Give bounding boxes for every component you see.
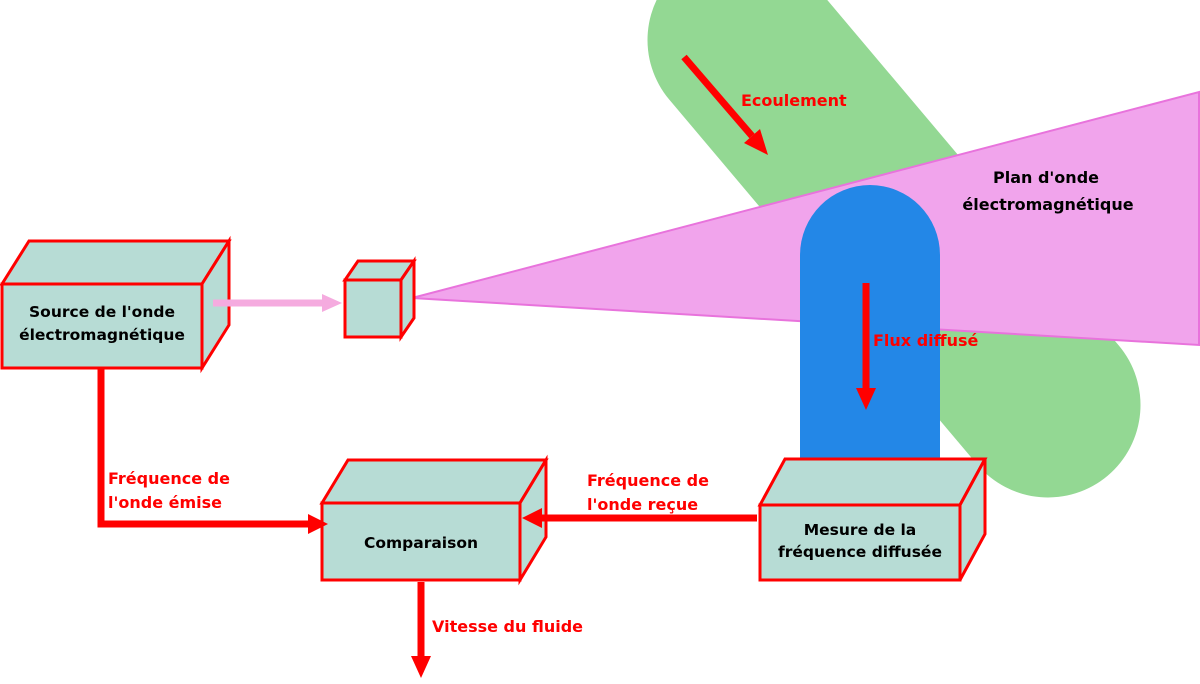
flow-arrow-head	[744, 129, 768, 155]
emission-arrow	[213, 294, 342, 312]
source-box-front-face	[0, 282, 204, 370]
flux-arrow: Flux diffusé	[856, 283, 979, 410]
fluid-velocity-arrow: Vitesse du fluide	[411, 582, 583, 678]
measure-box: Mesure de la fréquence diffusée	[757, 457, 988, 582]
flux-arrow-head	[856, 388, 876, 410]
received-frequency-label-line1: Fréquence de	[587, 471, 709, 490]
emitted-frequency-label-line1: Fréquence de	[108, 469, 230, 488]
source-box: Source de l'onde électromagnétique	[0, 235, 232, 374]
wave-plane-label-line1: Plan d'onde	[993, 168, 1099, 187]
source-box-label-line2: électromagnétique	[19, 326, 185, 344]
emission-arrow-head	[322, 294, 342, 312]
fluid-velocity-arrow-head	[411, 656, 431, 678]
flow-arrow: Ecoulement	[681, 54, 847, 155]
emitter-cube-front-face	[343, 278, 403, 339]
comparison-box-top-face	[319, 458, 549, 505]
emitted-frequency-arrow-head	[308, 514, 328, 534]
emitter-cube	[342, 256, 417, 342]
wave-plane-label-line2: électromagnétique	[962, 195, 1133, 214]
measure-box-label-line1: Mesure de la	[804, 521, 917, 539]
received-frequency-label-line2: l'onde reçue	[587, 495, 698, 514]
received-frequency-arrow: Fréquence de l'onde reçue	[522, 471, 757, 528]
comparison-box-front-face	[320, 501, 522, 582]
flux-column-shape	[800, 185, 940, 470]
flux-label: Flux diffusé	[873, 331, 979, 350]
comparison-box: Comparaison	[319, 454, 549, 586]
measure-box-label-line2: fréquence diffusée	[778, 543, 942, 561]
flow-arrow-shaft	[681, 54, 755, 139]
source-box-label-line1: Source de l'onde	[29, 303, 175, 321]
measure-box-top-face	[757, 457, 988, 507]
flow-label: Ecoulement	[741, 91, 847, 110]
emitted-frequency-arrow-shaft	[97, 369, 308, 528]
source-box-top-face	[0, 239, 232, 286]
comparison-box-label: Comparaison	[364, 534, 478, 552]
emitted-frequency-label-line2: l'onde émise	[108, 493, 222, 512]
measure-box-front-face	[758, 503, 962, 582]
fluid-velocity-label: Vitesse du fluide	[432, 617, 583, 636]
emitted-frequency-arrow: Fréquence de l'onde émise	[97, 369, 328, 534]
received-frequency-arrow-head	[522, 508, 542, 528]
